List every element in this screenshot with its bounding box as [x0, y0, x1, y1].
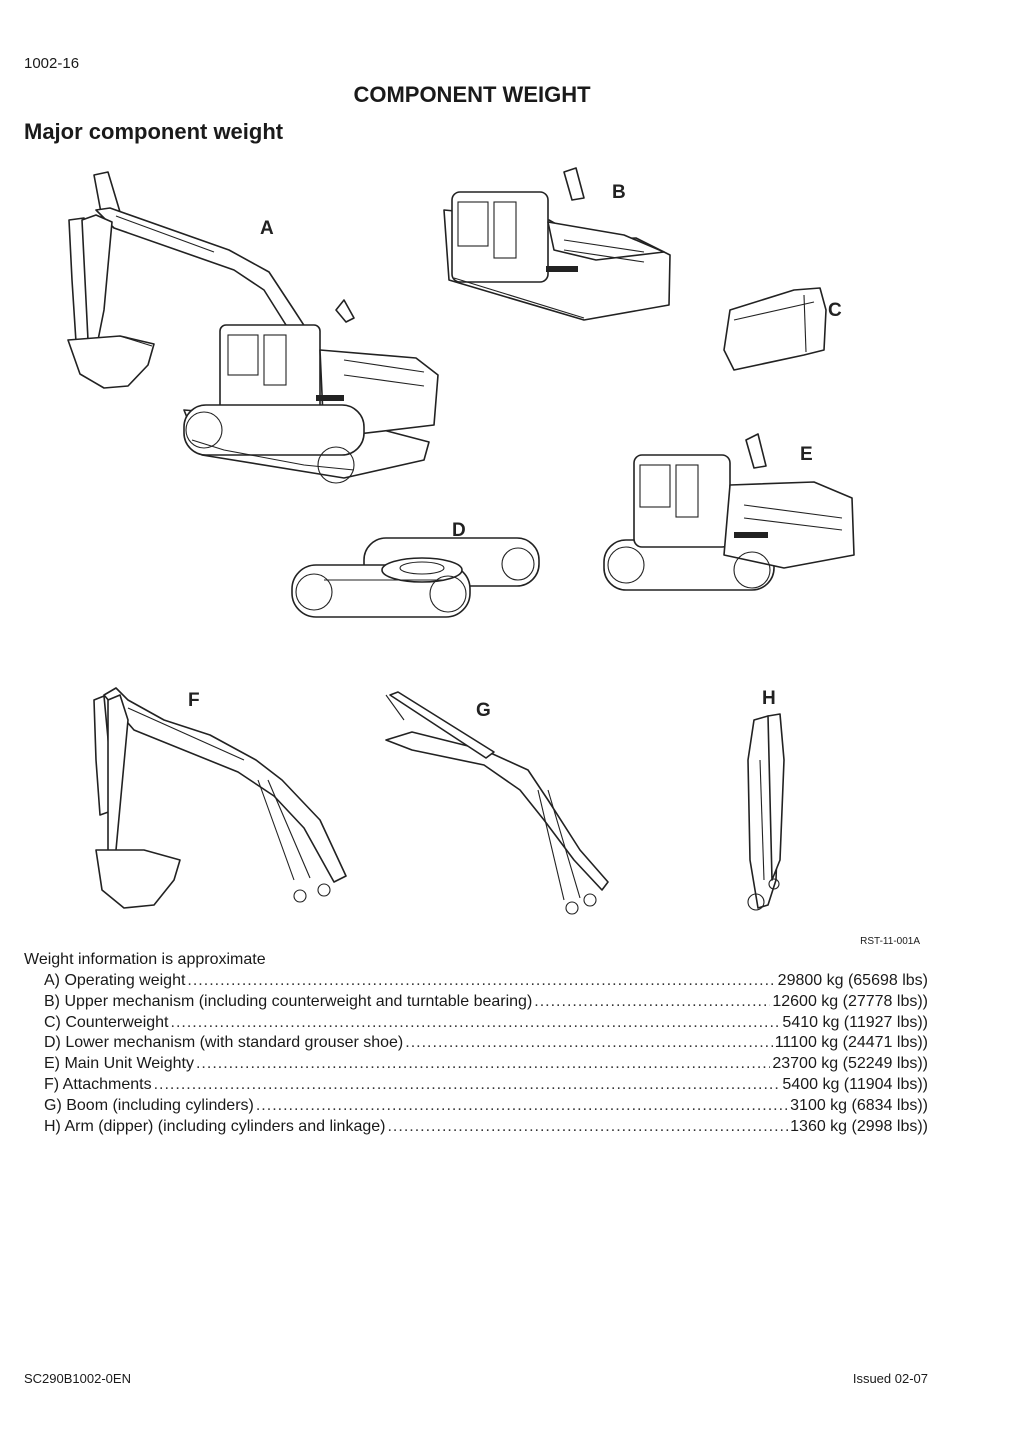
weight-label: G) Boom (including cylinders) — [44, 1096, 254, 1114]
weight-row: D) Lower mechanism (with standard grouse… — [44, 1033, 928, 1054]
figure-label-e: E — [800, 444, 813, 465]
weight-label: H) Arm (dipper) (including cylinders and… — [44, 1117, 386, 1135]
weight-value: 23700 kg (52249 lbs)) — [772, 1055, 928, 1073]
figure-label-a: A — [260, 218, 274, 239]
excavator-illustration-a — [67, 171, 439, 484]
weight-value: 12600 kg (27778 lbs)) — [772, 992, 928, 1010]
weight-label: E) Main Unit Weighty — [44, 1055, 194, 1073]
figure-label-b: B — [612, 182, 626, 203]
weight-note: Weight information is approximate — [24, 951, 266, 968]
lower-mechanism-illustration-d — [291, 537, 540, 618]
weight-row: F) Attachments 5400 kg (11904 lbs)) — [44, 1075, 928, 1096]
figure-label-f: F — [188, 690, 200, 711]
section-title: Major component weight — [24, 119, 284, 144]
weight-value: 5400 kg (11904 lbs)) — [782, 1075, 928, 1093]
page-title: COMPONENT WEIGHT — [353, 82, 591, 107]
leader-dots — [256, 1096, 788, 1117]
component-illustration: A B C — [24, 160, 944, 940]
main-unit-illustration-e — [603, 433, 855, 591]
attachments-illustration-f — [93, 687, 347, 909]
weight-value: 29800 kg (65698 lbs) — [777, 972, 928, 989]
weight-label: C) Counterweight — [44, 1013, 169, 1031]
weight-row: E) Main Unit Weighty 23700 kg (52249 lbs)… — [44, 1054, 928, 1075]
weight-row: B) Upper mechanism (including counterwei… — [44, 992, 928, 1013]
boom-illustration-g — [385, 691, 609, 915]
weight-label: A) Operating weight — [44, 972, 186, 989]
page-number: 1002-16 — [24, 55, 80, 72]
weight-list: A) Operating weight29800 kg (65698 lbs) … — [44, 971, 928, 1137]
figure-label-c: C — [828, 300, 842, 321]
figure-label-g: G — [476, 700, 491, 721]
weight-label: D) Lower mechanism (with standard grouse… — [44, 1034, 404, 1052]
leader-dots — [387, 1117, 788, 1138]
counterweight-illustration-c — [723, 287, 827, 371]
leader-dots — [196, 1054, 770, 1075]
weight-row: C) Counterweight 5410 kg (11927 lbs)) — [44, 1013, 928, 1034]
leader-dots — [405, 1033, 772, 1054]
leader-dots — [171, 1013, 781, 1034]
weight-row: A) Operating weight 29800 kg (65698 lbs) — [44, 971, 928, 992]
weight-value: 1360 kg (2998 lbs)) — [790, 1117, 928, 1135]
figure-label-h: H — [762, 688, 776, 709]
weight-value: 11100 kg (24471 lbs)) — [774, 1034, 928, 1052]
figure-label-d: D — [452, 520, 466, 541]
leader-dots — [187, 971, 775, 992]
upper-mechanism-illustration-b — [443, 167, 671, 321]
weight-row: G) Boom (including cylinders) 3100 kg (68… — [44, 1096, 928, 1117]
weight-value: 5410 kg (11927 lbs)) — [782, 1013, 928, 1031]
weight-value: 3100 kg (6834 lbs)) — [790, 1096, 928, 1114]
weight-label: F) Attachments — [44, 1075, 152, 1093]
weight-label: B) Upper mechanism (including counterwei… — [44, 992, 533, 1010]
weight-row: H) Arm (dipper) (including cylinders and… — [44, 1117, 928, 1138]
figure-reference: RST-11-001A — [860, 936, 920, 947]
document-code: SC290B1002-0EN — [24, 1371, 131, 1386]
leader-dots — [534, 992, 770, 1013]
arm-illustration-h — [747, 713, 785, 911]
issue-date: Issued 02-07 — [852, 1371, 928, 1386]
leader-dots — [154, 1075, 781, 1096]
